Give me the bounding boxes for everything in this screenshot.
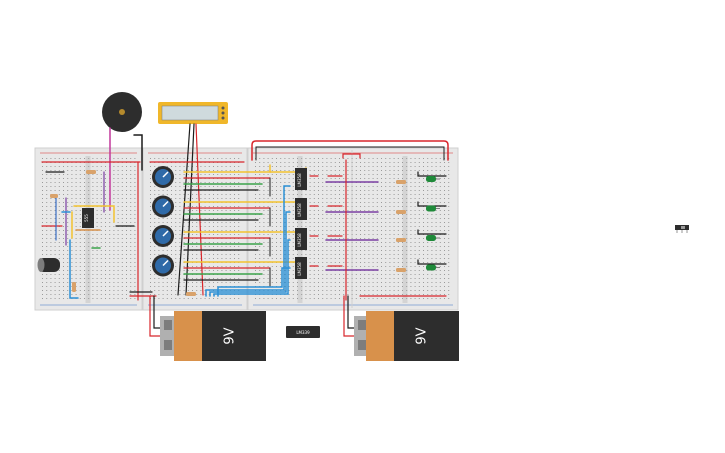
potentiometer[interactable] [152, 166, 174, 188]
lcd-display[interactable] [158, 102, 228, 124]
led-icon [426, 205, 436, 212]
potentiometers[interactable] [152, 166, 174, 277]
led[interactable] [426, 235, 440, 241]
buzzer[interactable] [102, 92, 142, 132]
chip-stage-3[interactable]: LM358 [295, 228, 307, 250]
led-icon [426, 235, 436, 241]
breadboard-holes [42, 158, 450, 299]
led[interactable] [426, 205, 440, 212]
potentiometer[interactable] [152, 195, 174, 218]
switch-icon [681, 226, 685, 229]
potentiometer[interactable] [152, 254, 174, 277]
capacitor-icon [37, 258, 45, 272]
led[interactable] [426, 176, 440, 182]
slide-switch[interactable] [675, 225, 689, 233]
chip-stage-4-label: LM358 [297, 262, 302, 276]
battery-left[interactable]: 9V [160, 311, 266, 361]
chip-stage-2[interactable]: LM358 [295, 198, 307, 220]
battery-right[interactable]: 9V [354, 311, 459, 361]
chip-stage-1[interactable]: LM358 [295, 168, 307, 190]
resistors[interactable] [50, 170, 406, 296]
led-icon [426, 176, 436, 182]
capacitor[interactable] [37, 258, 61, 272]
led[interactable] [426, 264, 440, 271]
leds[interactable] [426, 176, 440, 271]
potentiometer[interactable] [152, 225, 174, 247]
chip-stage-4[interactable]: LM358 [295, 257, 307, 279]
lcd-display-icon [161, 105, 219, 121]
chip-stage-2-label: LM358 [297, 203, 302, 217]
chip-loose-label: LM339 [296, 330, 310, 335]
battery-left-label: 9V [223, 327, 238, 344]
led-icon [426, 264, 436, 271]
battery-right-label: 9V [415, 327, 430, 344]
chip-loose[interactable]: LM339 [286, 326, 320, 338]
chip-555[interactable]: 555 [82, 208, 94, 228]
chip-555-label: 555 [84, 214, 89, 222]
chip-stage-3-label: LM358 [297, 233, 302, 247]
chip-stage-1-label: LM358 [297, 173, 302, 187]
buzzer-icon [119, 109, 125, 115]
